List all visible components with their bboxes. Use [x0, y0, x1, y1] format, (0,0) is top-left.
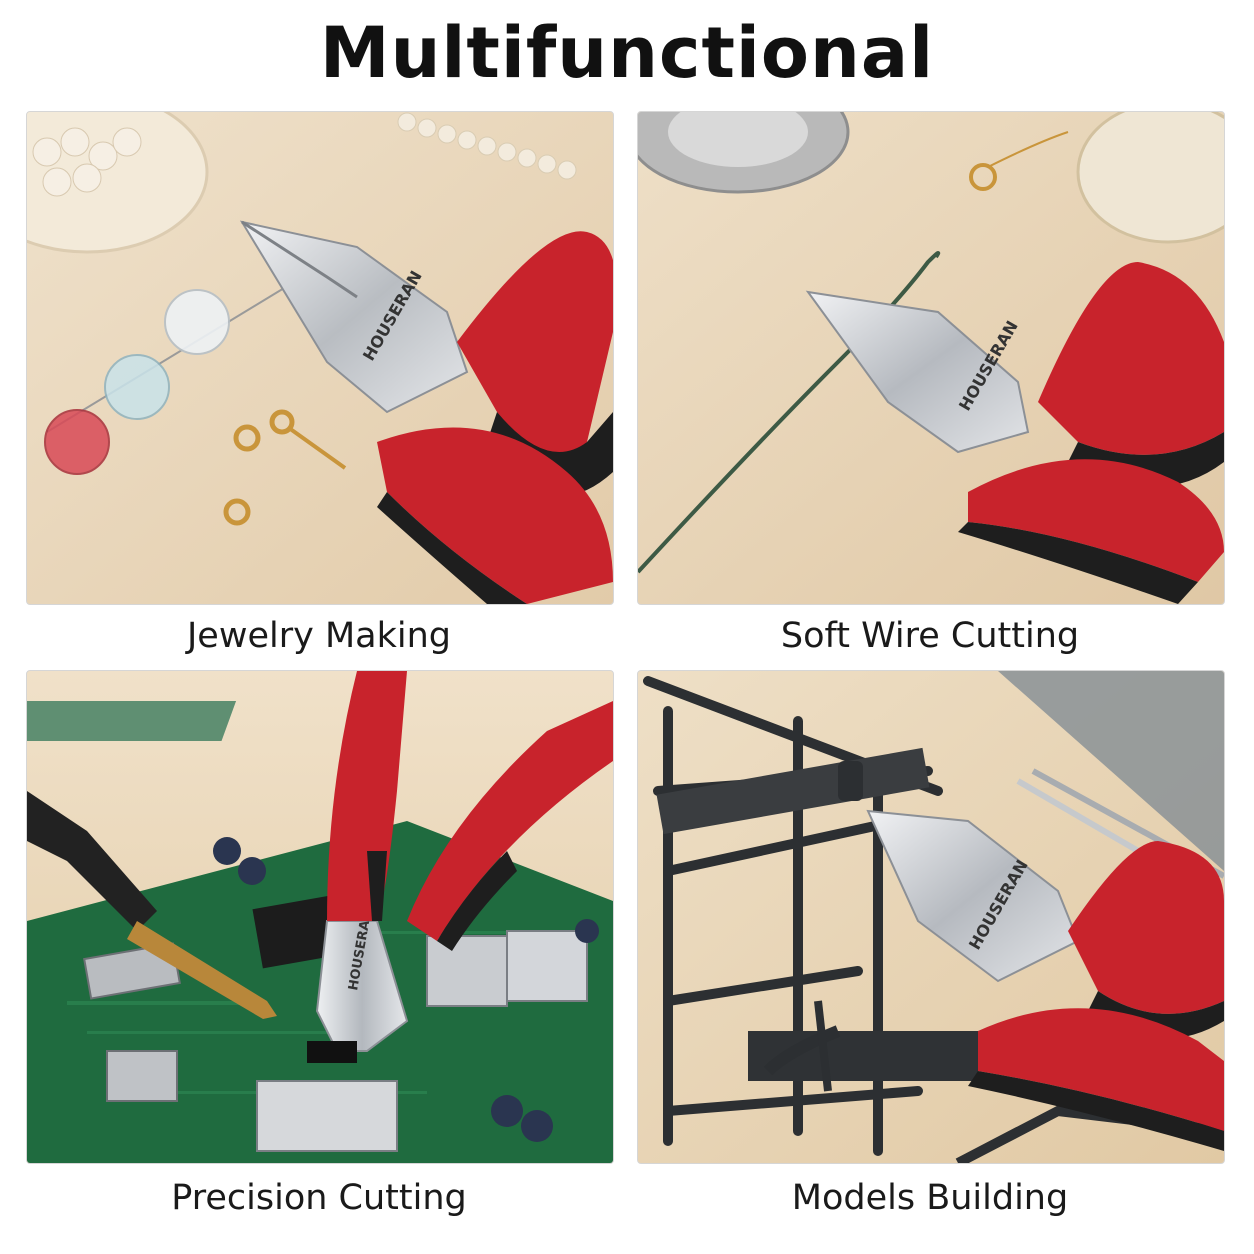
precision-cutting-illustration: HOUSERAN: [27, 671, 613, 1163]
photo-models-building: HOUSERAN: [637, 670, 1225, 1164]
caption-models-building: Models Building: [791, 1178, 1069, 1218]
jewelry-making-illustration: HOUSERAN: [27, 112, 613, 604]
caption-soft-wire-cutting: Soft Wire Cutting: [780, 616, 1080, 656]
models-building-illustration: HOUSERAN: [638, 671, 1224, 1163]
photo-soft-wire-cutting: HOUSERAN: [637, 111, 1225, 605]
soft-wire-cutting-illustration: HOUSERAN: [638, 112, 1224, 604]
page-title: Multifunctional: [319, 12, 935, 94]
caption-jewelry-making: Jewelry Making: [186, 616, 451, 656]
caption-precision-cutting: Precision Cutting: [171, 1178, 467, 1218]
photo-jewelry-making: HOUSERAN: [26, 111, 614, 605]
photo-precision-cutting: HOUSERAN: [26, 670, 614, 1164]
